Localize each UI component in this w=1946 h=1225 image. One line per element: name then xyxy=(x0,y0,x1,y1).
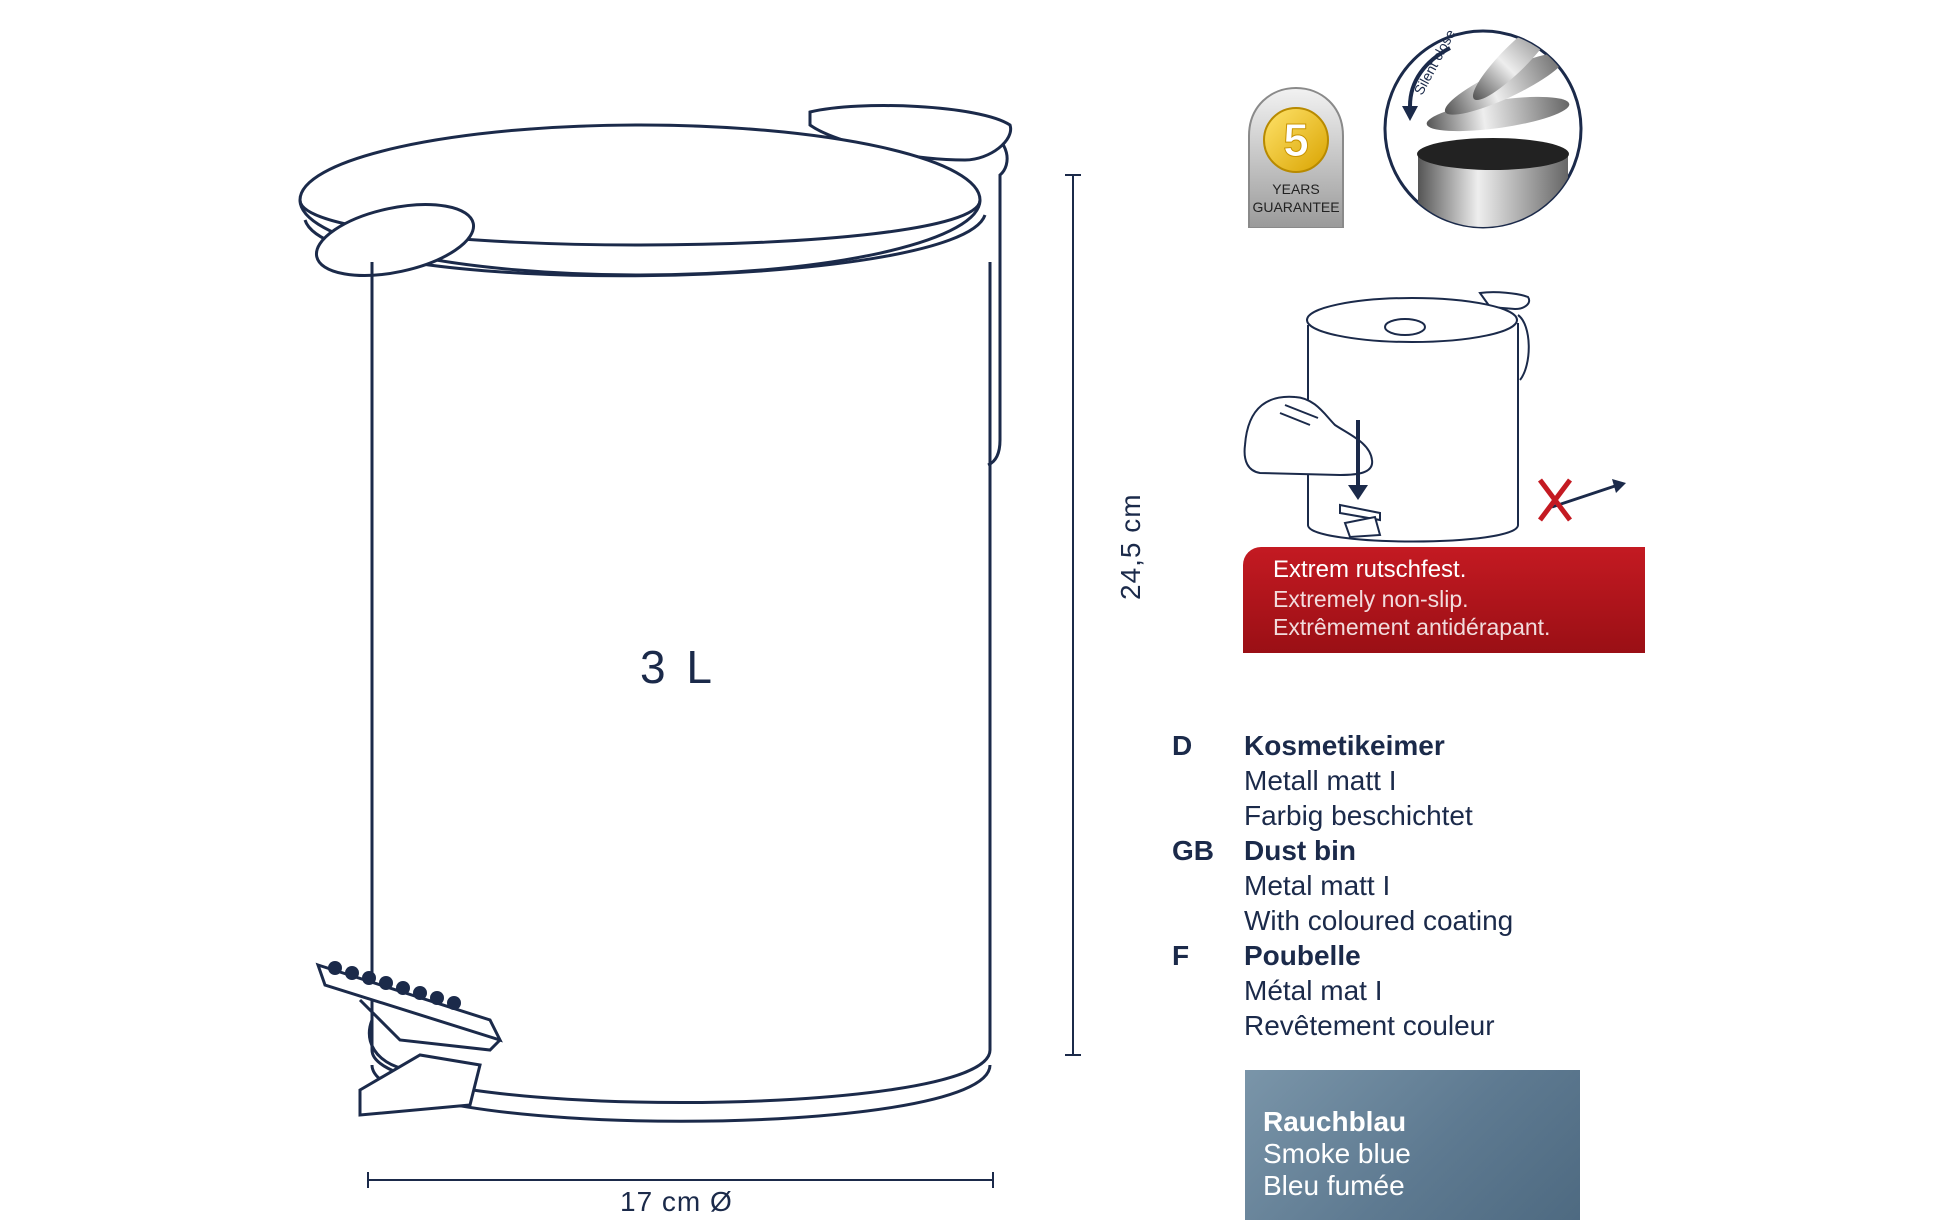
lang-code: GB xyxy=(1172,835,1214,866)
lid-knob xyxy=(314,203,476,277)
width-dimension-label: 17 cm Ø xyxy=(620,1186,733,1217)
product-finish: Farbig beschichtet xyxy=(1244,800,1473,831)
product-material: Metall matt I xyxy=(1244,765,1397,796)
product-material: Métal mat I xyxy=(1244,975,1383,1006)
color-name-de: Rauchblau xyxy=(1263,1106,1407,1137)
non-slip-en: Extremely non-slip. xyxy=(1273,586,1469,612)
guarantee-line1: YEARS xyxy=(1272,181,1319,197)
height-dimension-label: 24,5 cm xyxy=(1115,493,1146,600)
color-name-en: Smoke blue xyxy=(1263,1138,1411,1169)
guarantee-badge-icon: 5 YEARS GUARANTEE xyxy=(1248,86,1344,228)
lang-entry-de: D Kosmetikeimer Metall matt I Farbig besc… xyxy=(1172,728,1592,833)
product-name: Poubelle xyxy=(1244,940,1361,971)
color-swatch: Rauchblau Smoke blue Bleu fumée xyxy=(1245,1070,1580,1220)
non-slip-fr: Extrêmement antidérapant. xyxy=(1273,614,1551,640)
color-name-fr: Bleu fumée xyxy=(1263,1170,1405,1201)
guarantee-line2: GUARANTEE xyxy=(1252,199,1339,215)
pedal-lever xyxy=(315,962,503,1043)
guarantee-number: 5 xyxy=(1283,114,1309,166)
pedal-foot xyxy=(358,1053,482,1117)
product-finish: With coloured coating xyxy=(1244,905,1514,936)
capacity-label: 3 L xyxy=(640,641,716,693)
non-slip-de: Extrem rutschfest. xyxy=(1273,556,1467,583)
lang-entry-f: F Poubelle Métal mat I Revêtement couleur xyxy=(1172,938,1592,1043)
product-finish: Revêtement couleur xyxy=(1244,1010,1495,1041)
non-slip-banner: Extrem rutschfest. Extremely non-slip. E… xyxy=(1243,547,1645,653)
product-name: Dust bin xyxy=(1244,835,1356,866)
lang-entry-gb: GB Dust bin Metal matt I With coloured co… xyxy=(1172,833,1592,938)
silent-close-icon: Silent close xyxy=(1383,26,1583,229)
pedal-illustration xyxy=(1243,291,1626,543)
product-material: Metal matt I xyxy=(1244,870,1391,901)
product-name: Kosmetikeimer xyxy=(1244,730,1445,761)
product-description-list: D Kosmetikeimer Metall matt I Farbig besc… xyxy=(1172,728,1592,1043)
lid-hinge xyxy=(984,128,1009,467)
lang-code: D xyxy=(1172,730,1193,761)
lang-code: F xyxy=(1172,940,1190,971)
no-slip-x-icon xyxy=(1538,478,1572,522)
shoe-icon xyxy=(1243,395,1374,477)
